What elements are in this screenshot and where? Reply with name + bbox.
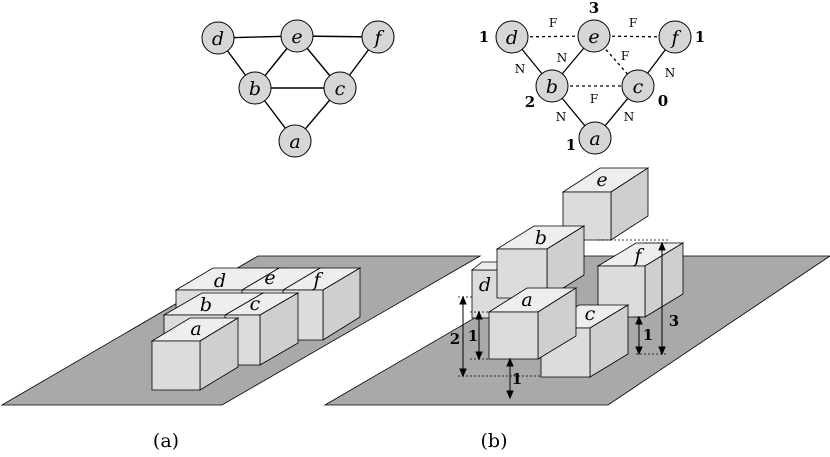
block-e (561, 167, 650, 241)
node-b-label: b (546, 76, 558, 98)
tag-d-e: F (549, 16, 557, 30)
tag-b-a: N (556, 110, 567, 124)
node-b-label: b (249, 78, 261, 100)
tag-b-c: F (590, 92, 598, 106)
node-a (578, 121, 612, 155)
node-f (361, 20, 395, 54)
height-a: 1 (566, 136, 576, 154)
node-c-label: c (335, 78, 346, 100)
block-a (150, 317, 240, 391)
caption-b: (b) (481, 430, 508, 452)
dim-3: 3 (669, 312, 679, 330)
node-d (201, 21, 235, 55)
scene-b: e b f d a c 2 1 1 1 3 (323, 167, 830, 406)
node-a (278, 124, 312, 158)
tag-f-c: N (665, 66, 676, 80)
block-a-label: a (190, 318, 201, 340)
block-e-label: e (596, 169, 607, 191)
node-b (238, 71, 272, 105)
height-b: 2 (525, 93, 535, 111)
graph-a-nodes: d e f b c a (201, 19, 395, 158)
height-e: 3 (589, 0, 599, 17)
block-b-label: b (200, 294, 212, 316)
node-e-label: e (588, 26, 599, 48)
node-e-label: e (291, 26, 302, 48)
height-c: 0 (658, 92, 668, 110)
node-a-label: a (589, 128, 600, 150)
node-a-label: a (289, 131, 300, 153)
block-b-label: b (535, 227, 547, 249)
height-d: 1 (479, 28, 489, 46)
tag-e-c: F (621, 49, 629, 63)
node-c (621, 69, 655, 103)
dim-1-f: 1 (643, 326, 653, 344)
node-f (658, 20, 692, 54)
node-b (535, 69, 569, 103)
dimension-arrows (459, 241, 666, 400)
node-d-label: d (212, 28, 224, 50)
graph-b-nodes: d e f b c a 1 3 1 2 0 1 F F F F N N N N … (479, 0, 705, 155)
block-a (487, 287, 578, 360)
tag-e-b: N (557, 51, 568, 65)
node-f-label: f (372, 27, 384, 49)
node-e (280, 19, 314, 53)
block-a-label: a (521, 289, 532, 311)
tag-c-a: N (624, 110, 635, 124)
node-c-label: c (633, 76, 644, 98)
dim-2: 2 (450, 330, 460, 348)
node-e (577, 19, 611, 53)
block-c-label: c (250, 293, 261, 315)
block-e-label: e (264, 267, 275, 289)
tag-d-b: N (515, 62, 526, 76)
block-c-label: c (585, 303, 596, 325)
caption-a: (a) (153, 430, 179, 452)
tag-e-f: F (629, 16, 637, 30)
block-f-label: f (311, 269, 323, 291)
node-f-label: f (669, 27, 681, 49)
node-d-label: d (506, 27, 518, 49)
dim-1-b: 1 (512, 370, 522, 388)
block-d-label: d (479, 274, 491, 296)
node-d (495, 20, 529, 54)
block-f-label: f (632, 245, 644, 267)
dim-1-a: 1 (468, 327, 478, 345)
block-d-label: d (214, 270, 226, 292)
height-f: 1 (695, 28, 705, 46)
node-c (323, 71, 357, 105)
scene-a: d e f b c a (0, 255, 482, 406)
